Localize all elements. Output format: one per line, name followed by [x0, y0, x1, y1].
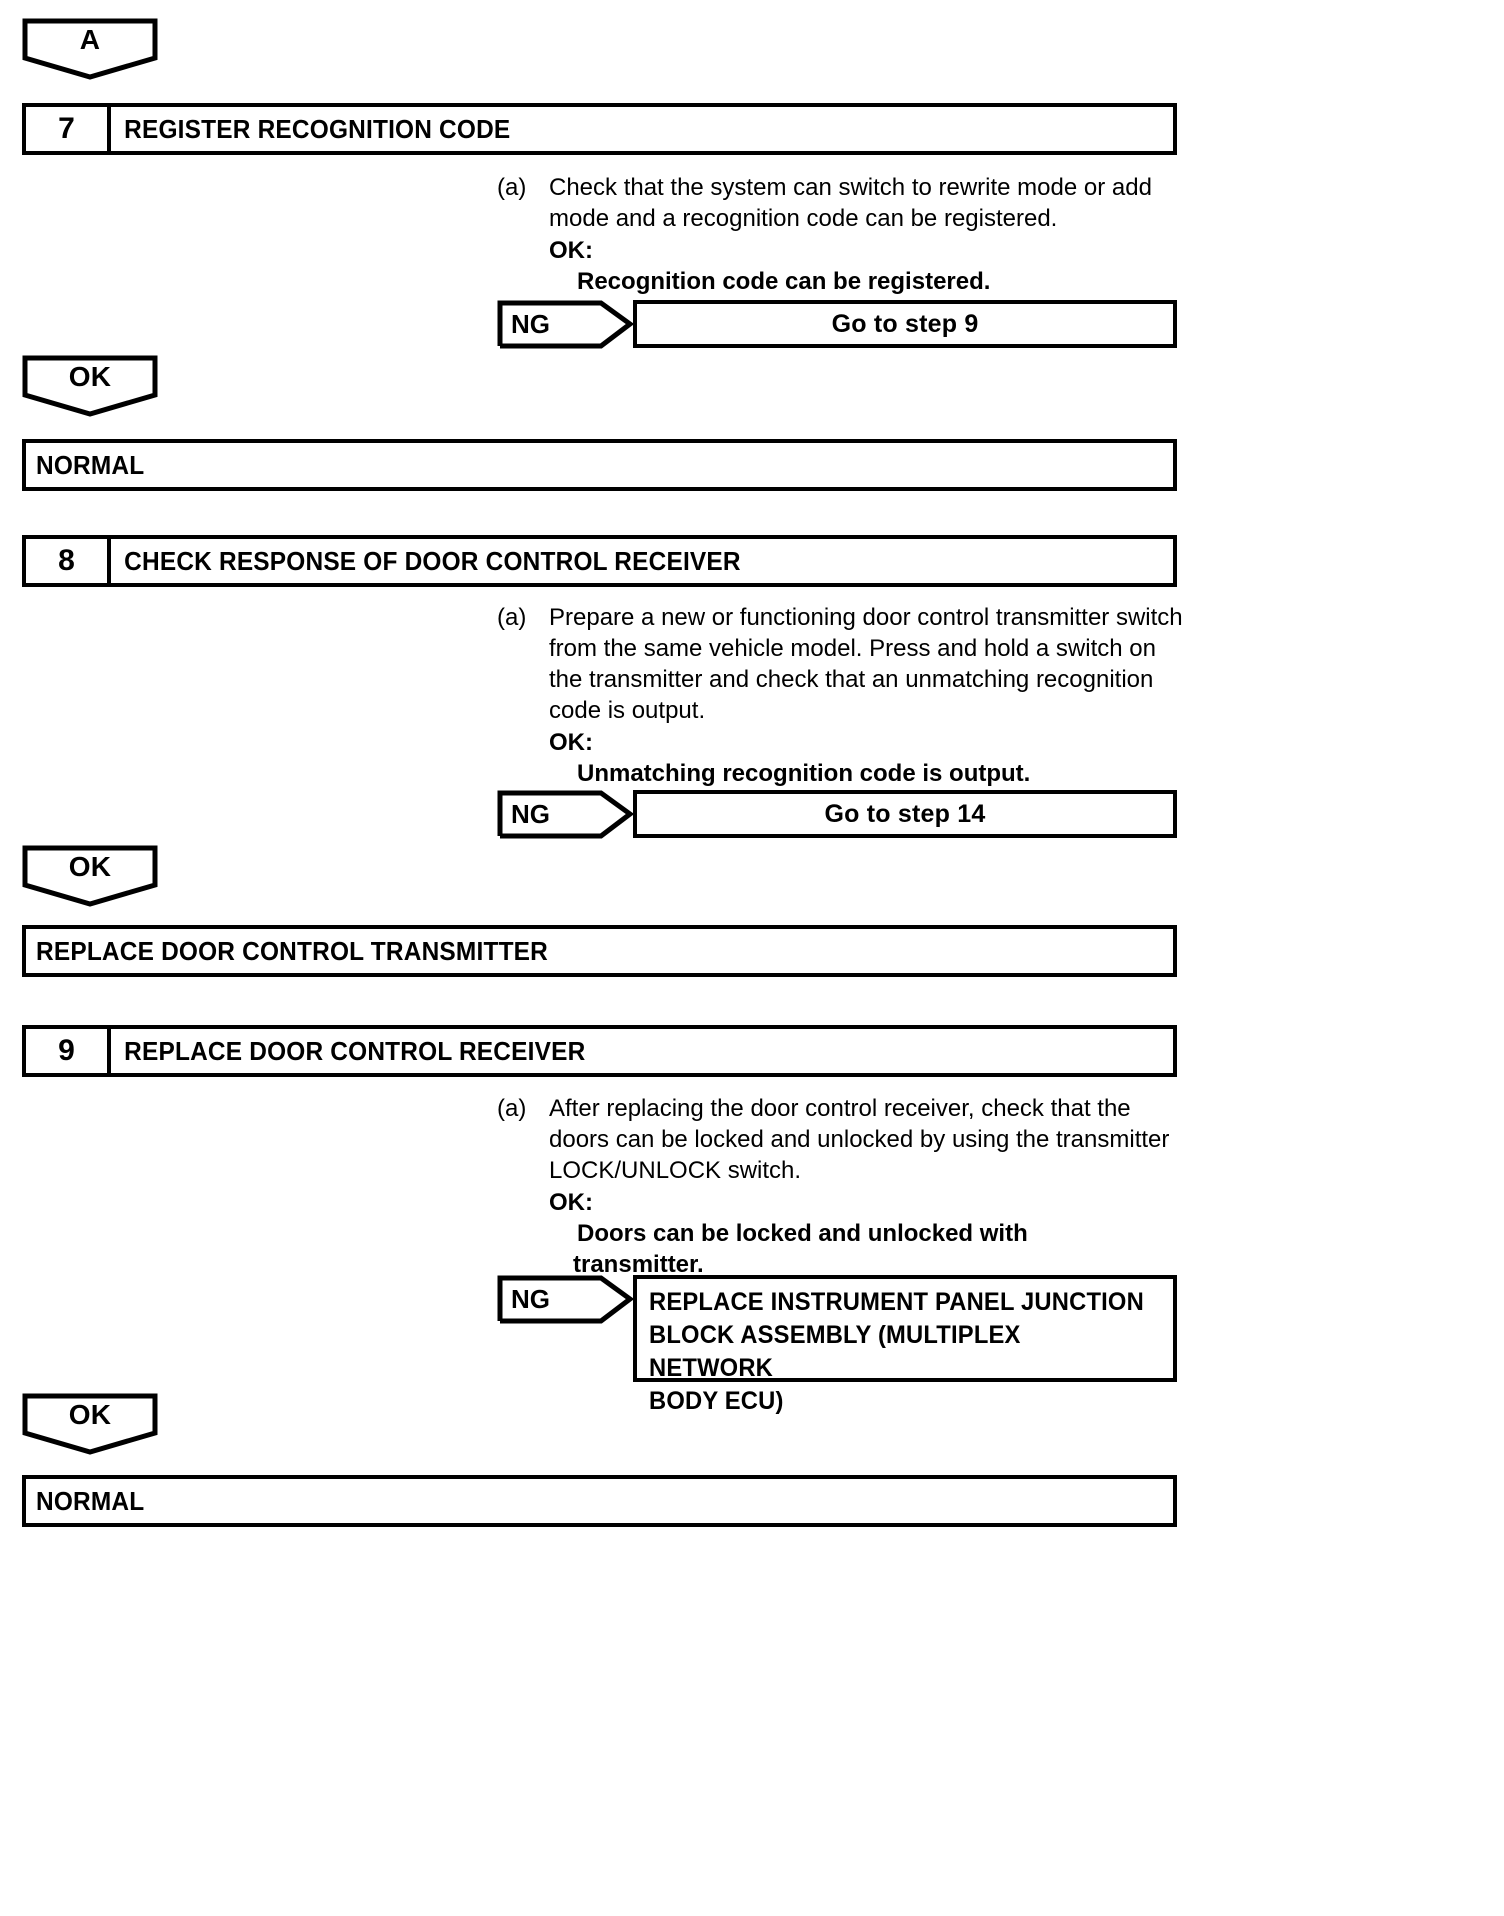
ng-branch-7: NG Go to step 9 — [497, 300, 1177, 349]
procedure-block-8: (a) Prepare a new or functioning door co… — [497, 602, 1187, 789]
ng-label-9: NG — [511, 1283, 550, 1314]
step-number-8: 8 — [26, 539, 111, 583]
ok-value-9-line-1: Doors can be locked and unlocked with — [577, 1220, 1028, 1247]
connector-ok-label-8: OK — [68, 851, 112, 882]
procedure-marker-9: (a) — [497, 1095, 527, 1122]
ng-tag-8: NG — [497, 790, 635, 839]
ok-value-9-line-2: transmitter. — [573, 1251, 704, 1278]
connector-ok-9: OK — [22, 1393, 158, 1455]
connector-ok-label-9: OK — [68, 1399, 112, 1430]
procedure-block-7: (a) Check that the system can switch to … — [497, 172, 1187, 297]
procedure-block-9: (a) After replacing the door control rec… — [497, 1093, 1187, 1280]
ok-value-8: Unmatching recognition code is output. — [577, 760, 1031, 787]
ng-label-8: NG — [511, 798, 550, 829]
ng-result-9-line-2: BLOCK ASSEMBLY (MULTIPLEX NETWORK — [649, 1321, 1021, 1382]
ng-result-9: REPLACE INSTRUMENT PANEL JUNCTION BLOCK … — [633, 1275, 1177, 1415]
pentagon-down-icon — [22, 845, 158, 907]
procedure-text-9: After replacing the door control receive… — [549, 1095, 1170, 1184]
outcome-bar-9: NORMAL — [22, 1475, 1177, 1527]
ng-label-7: NG — [511, 308, 550, 339]
ng-result-9-line-1: REPLACE INSTRUMENT PANEL JUNCTION — [649, 1288, 1144, 1316]
procedure-text-8: Prepare a new or functioning door contro… — [549, 604, 1183, 724]
ok-label-9: OK: — [549, 1189, 593, 1216]
step-title-7: REGISTER RECOGNITION CODE — [124, 113, 511, 144]
step-header-8: 8 CHECK RESPONSE OF DOOR CONTROL RECEIVE… — [22, 535, 1177, 587]
procedure-text-7: Check that the system can switch to rewr… — [549, 174, 1152, 232]
ng-arrow-icon — [497, 1275, 635, 1324]
connector-a-label: A — [79, 24, 101, 55]
ng-arrow-icon — [497, 790, 635, 839]
step-number-7: 7 — [26, 107, 111, 151]
outcome-bar-8: REPLACE DOOR CONTROL TRANSMITTER — [22, 925, 1177, 977]
ok-label-8: OK: — [549, 729, 593, 756]
connector-ok-8: OK — [22, 845, 158, 907]
step-number-9: 9 — [26, 1029, 111, 1073]
ng-branch-8: NG Go to step 14 — [497, 790, 1177, 839]
procedure-marker-8: (a) — [497, 604, 527, 631]
outcome-label-8: REPLACE DOOR CONTROL TRANSMITTER — [36, 935, 549, 966]
ng-branch-9: NG REPLACE INSTRUMENT PANEL JUNCTION BLO… — [497, 1275, 1177, 1415]
procedure-marker-7: (a) — [497, 174, 527, 201]
step-title-9: REPLACE DOOR CONTROL RECEIVER — [124, 1035, 586, 1066]
pentagon-down-icon — [22, 1393, 158, 1455]
outcome-bar-7: NORMAL — [22, 439, 1177, 491]
ng-result-line-8: Go to step 14 — [824, 799, 986, 828]
ng-tag-9: NG — [497, 1275, 635, 1382]
ok-value-7: Recognition code can be registered. — [577, 268, 991, 295]
step-header-9: 9 REPLACE DOOR CONTROL RECEIVER — [22, 1025, 1177, 1077]
outcome-label-7: NORMAL — [36, 449, 145, 480]
pentagon-down-icon — [22, 355, 158, 417]
ng-result-7: Go to step 9 — [633, 300, 1177, 348]
ng-arrow-icon — [497, 300, 635, 349]
ng-result-line-7: Go to step 9 — [831, 309, 979, 338]
ng-tag-7: NG — [497, 300, 635, 349]
connector-ok-label-7: OK — [68, 361, 112, 392]
step-header-7: 7 REGISTER RECOGNITION CODE — [22, 103, 1177, 155]
pentagon-down-icon — [22, 18, 158, 80]
ok-label-7: OK: — [549, 237, 593, 264]
connector-a: A — [22, 18, 158, 80]
connector-ok-7: OK — [22, 355, 158, 417]
step-title-8: CHECK RESPONSE OF DOOR CONTROL RECEIVER — [124, 545, 741, 576]
outcome-label-9: NORMAL — [36, 1485, 145, 1516]
ng-result-9-line-3: BODY ECU) — [649, 1387, 784, 1415]
ng-result-8: Go to step 14 — [633, 790, 1177, 838]
